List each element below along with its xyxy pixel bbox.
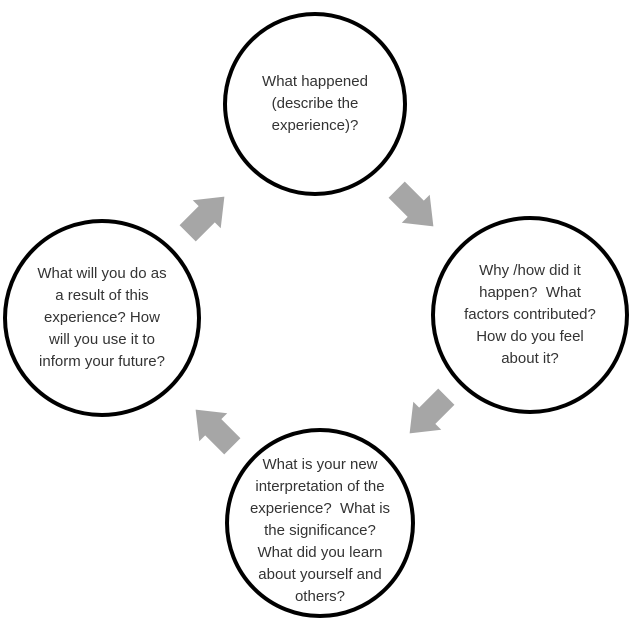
block-arrow-shape [409,388,455,434]
node-what-happened: What happened (describe the experience)? [223,12,407,196]
block-arrow-glyph [179,196,225,242]
arrow-left-to-top-icon [173,182,238,247]
node-new-interpretation-text: What is your new interpretation of the e… [249,456,391,605]
node-new-interpretation: What is your new interpretation of the e… [225,428,415,618]
node-future-action-text: What will you do as a result of this exp… [37,265,167,370]
node-why-how-happen: Why /how did it happen? What factors con… [431,216,629,414]
node-what-happened-text: What happened (describe the experience)? [262,73,368,134]
arrow-bottom-to-left-icon [181,395,246,460]
node-future-action: What will you do as a result of this exp… [3,219,201,417]
block-arrow-glyph [195,409,241,455]
block-arrow-glyph [409,388,455,434]
arrow-top-to-right-icon [382,175,447,240]
block-arrow-shape [388,181,434,227]
block-arrow-shape [195,409,241,455]
arrow-right-to-bottom-icon [395,382,460,447]
node-why-how-happen-text: Why /how did it happen? What factors con… [464,262,596,367]
block-arrow-glyph [388,181,434,227]
block-arrow-shape [179,196,225,242]
